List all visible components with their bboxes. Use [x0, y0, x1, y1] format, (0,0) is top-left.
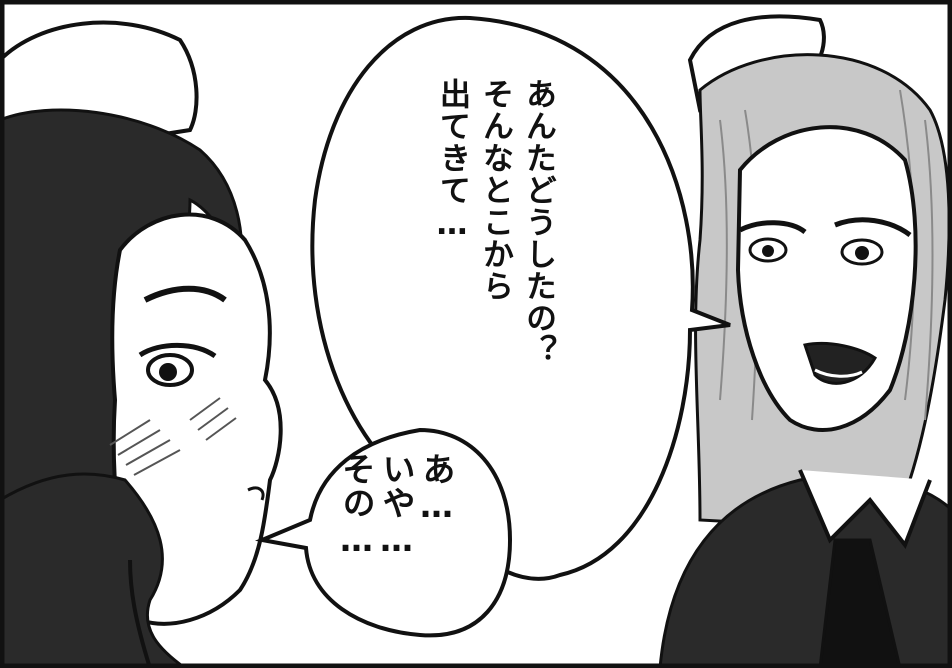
left-maid-character — [0, 20, 283, 668]
right-maid-character — [658, 14, 952, 668]
dialogue-main-line-3: 出てきて… — [434, 78, 470, 243]
dialogue-reply: あ… いや… その… — [336, 452, 456, 622]
speech-bubble-reply — [254, 427, 513, 638]
dialogue-main: あんたどうしたの？ そんなとこから 出てきて… — [430, 78, 559, 498]
dialogue-main-line-1: あんたどうしたの？ — [520, 78, 556, 366]
dialogue-reply-line-2: いや… — [377, 452, 416, 560]
dialogue-reply-line-1: あ… — [417, 452, 456, 526]
dialogue-main-line-2: そんなとこから — [477, 78, 513, 302]
dialogue-reply-line-3: その… — [337, 452, 376, 560]
